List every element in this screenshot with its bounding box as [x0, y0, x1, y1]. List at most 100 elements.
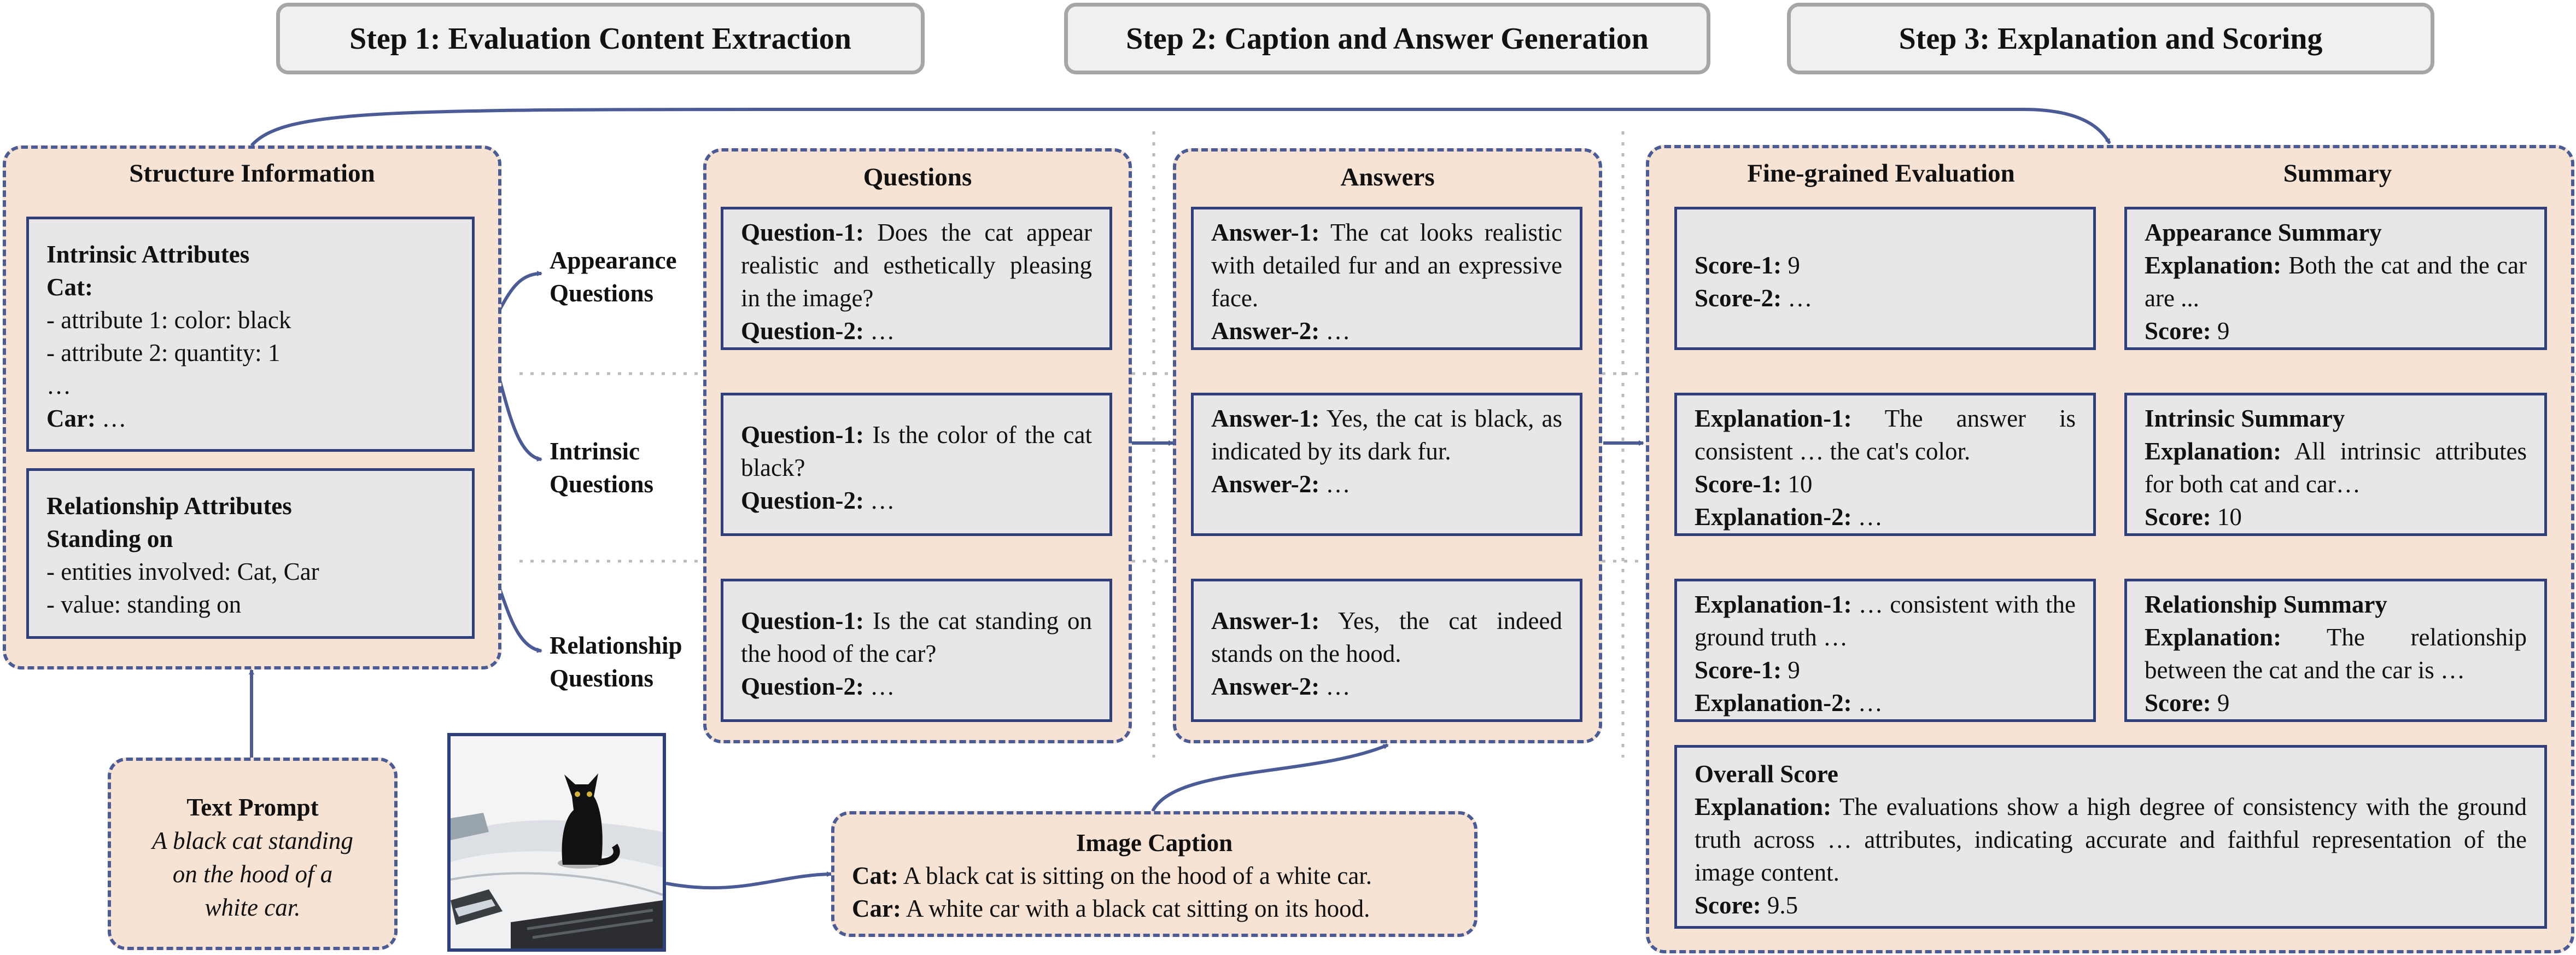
car-entity-label: Car:: [46, 405, 96, 432]
text-prompt-box: Text Prompt A black cat standing on the …: [108, 758, 398, 950]
summary-explanation-text: All intrinsic attributes for both cat an…: [2145, 438, 2527, 498]
step-3-header: Step 3: Explanation and Scoring: [1787, 3, 2434, 74]
score-1-value: 9: [1781, 656, 1800, 684]
image-caption-title: Image Caption: [1076, 829, 1233, 857]
score-2-value: …: [1781, 284, 1813, 312]
question-1-label: Question-1:: [741, 219, 864, 246]
step-2-header: Step 2: Caption and Answer Generation: [1064, 3, 1710, 74]
explanation-1-text: … consistent with the ground truth …: [1695, 591, 2076, 651]
summary-score-label: Score:: [2145, 689, 2211, 717]
text-prompt-line: A black cat standing: [152, 827, 353, 854]
overall-score-title: Overall Score: [1695, 760, 1838, 788]
generated-image: [447, 733, 666, 952]
overall-score-label: Score:: [1695, 892, 1761, 919]
score-1-value: 9: [1781, 252, 1800, 279]
score-1-label: Score-1:: [1695, 656, 1782, 684]
question-2-text: …: [864, 487, 895, 514]
arrow-caption-to-answers: [1151, 743, 1389, 812]
overall-score-box: Overall Score Explanation: The evaluatio…: [1674, 745, 2547, 929]
answer-2-text: …: [1319, 673, 1351, 700]
question-2-text: …: [864, 673, 895, 700]
explanation-1-label: Explanation-1:: [1695, 591, 1852, 618]
summary-box-appearance: Appearance Summary Explanation: Both the…: [2124, 207, 2547, 350]
explanation-2-text: …: [1851, 503, 1883, 531]
summary-score-label: Score:: [2145, 503, 2211, 531]
text-prompt-line: on the hood of a: [172, 860, 333, 888]
answer-2-text: …: [1319, 470, 1351, 498]
answer-2-label: Answer-2:: [1211, 317, 1320, 345]
answer-1-text: Yes, the cat is black, as indicated by i…: [1211, 405, 1562, 465]
cat-on-car-illustration: [451, 736, 663, 948]
question-box-appearance: Question-1: Does the cat appear realisti…: [721, 207, 1112, 350]
relationship-attributes-heading: Relationship Attributes: [46, 492, 292, 520]
summary-title: Summary: [2283, 159, 2392, 188]
question-box-relationship: Question-1: Is the cat standing on the h…: [721, 579, 1112, 722]
summary-explanation-label: Explanation:: [2145, 438, 2282, 465]
text-prompt-line: white car.: [205, 894, 301, 921]
question-2-label: Question-2:: [741, 317, 864, 345]
answer-2-text: …: [1319, 317, 1351, 345]
cat-attribute-quantity: - attribute 2: quantity: 1: [46, 339, 281, 366]
question-box-intrinsic: Question-1: Is the color of the cat blac…: [721, 393, 1112, 536]
answer-box-appearance: Answer-1: The cat looks realistic with d…: [1191, 207, 1582, 350]
evaluation-box-appearance: Score-1: 9 Score-2: …: [1674, 207, 2096, 350]
structure-information-title: Structure Information: [129, 159, 375, 188]
text-prompt-title: Text Prompt: [186, 794, 319, 821]
caption-car-label: Car:: [852, 895, 901, 922]
answer-1-label: Answer-1:: [1211, 607, 1320, 634]
intrinsic-attributes-box: Intrinsic Attributes Cat: - attribute 1:…: [26, 217, 475, 452]
summary-explanation-label: Explanation:: [2145, 252, 2282, 279]
step-1-header: Step 1: Evaluation Content Extraction: [276, 3, 925, 74]
cat-attribute-color: - attribute 1: color: black: [46, 306, 291, 334]
explanation-2-text: …: [1851, 689, 1883, 717]
answer-1-text: The cat looks realistic with detailed fu…: [1211, 219, 1562, 312]
appearance-summary-title: Appearance Summary: [2145, 219, 2382, 246]
overall-explanation-label: Explanation:: [1695, 793, 1832, 820]
summary-score-value: 10: [2211, 503, 2242, 531]
caption-cat-text: A black cat is sitting on the hood of a …: [898, 862, 1372, 889]
fine-grained-evaluation-title: Fine-grained Evaluation: [1747, 159, 2015, 188]
relationship-attributes-box: Relationship Attributes Standing on - en…: [26, 468, 475, 639]
intrinsic-attributes-heading: Intrinsic Attributes: [46, 241, 250, 268]
evaluation-box-intrinsic: Explanation-1: The answer is consistent …: [1674, 393, 2096, 536]
question-1-label: Question-1:: [741, 607, 864, 634]
relationship-name: Standing on: [46, 525, 173, 552]
relationship-value: - value: standing on: [46, 591, 242, 618]
explanation-1-label: Explanation-1:: [1695, 405, 1852, 432]
summary-score-value: 9: [2211, 317, 2230, 345]
car-entity-value: …: [95, 405, 127, 432]
summary-score-value: 9: [2211, 689, 2230, 717]
intrinsic-summary-title: Intrinsic Summary: [2145, 405, 2345, 432]
attributes-ellipsis: …: [46, 372, 71, 399]
overall-score-value: 9.5: [1761, 892, 1798, 919]
evaluation-box-relationship: Explanation-1: … consistent with the gro…: [1674, 579, 2096, 722]
answer-box-intrinsic: Answer-1: Yes, the cat is black, as indi…: [1191, 393, 1582, 536]
explanation-2-label: Explanation-2:: [1695, 689, 1852, 717]
score-1-label: Score-1:: [1695, 252, 1782, 279]
caption-car-text: A white car with a black cat sitting on …: [901, 895, 1370, 922]
questions-title: Questions: [863, 163, 972, 191]
answers-title: Answers: [1340, 163, 1435, 191]
relationship-entities: - entities involved: Cat, Car: [46, 558, 319, 585]
summary-box-relationship: Relationship Summary Explanation: The re…: [2124, 579, 2547, 722]
score-2-label: Score-2:: [1695, 284, 1782, 312]
question-1-label: Question-1:: [741, 421, 864, 449]
answer-1-text: Yes, the cat indeed stands on the hood.: [1211, 607, 1562, 667]
relationship-summary-title: Relationship Summary: [2145, 591, 2387, 618]
arrow-image-to-caption: [665, 871, 832, 890]
question-2-label: Question-2:: [741, 673, 864, 700]
question-1-text: Is the cat standing on the hood of the c…: [741, 607, 1092, 667]
arrow-structure-to-evaluation: [250, 108, 2111, 147]
summary-box-intrinsic: Intrinsic Summary Explanation: All intri…: [2124, 393, 2547, 536]
answer-2-label: Answer-2:: [1211, 673, 1320, 700]
answer-1-label: Answer-1:: [1211, 405, 1320, 432]
question-2-text: …: [864, 317, 895, 345]
explanation-1-text: The answer is consistent … the cat's col…: [1695, 405, 2076, 465]
cat-entity-label: Cat:: [46, 273, 93, 301]
answer-2-label: Answer-2:: [1211, 470, 1320, 498]
answer-1-label: Answer-1:: [1211, 219, 1320, 246]
score-1-value: 10: [1781, 470, 1813, 498]
overall-explanation-text: The evaluations show a high degree of co…: [1695, 793, 2527, 886]
